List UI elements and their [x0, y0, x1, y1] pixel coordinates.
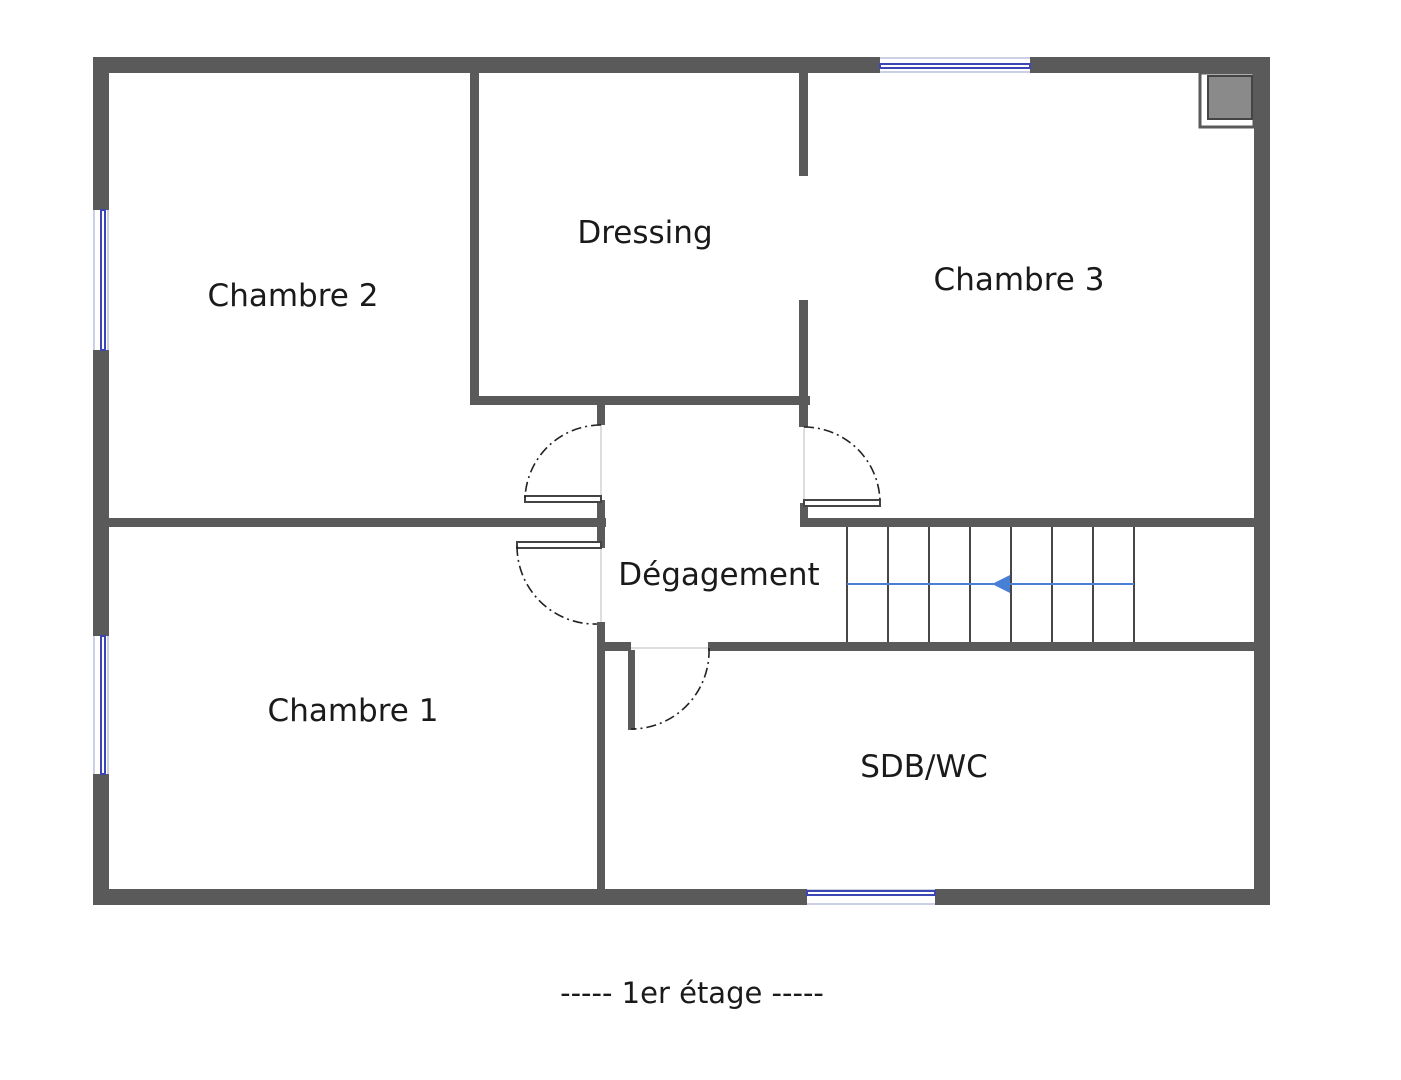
- window-bottom: [806, 889, 936, 905]
- room-label-chambre2: Chambre 2: [208, 278, 379, 314]
- room-label-chambre3: Chambre 3: [934, 262, 1105, 298]
- exterior-walls: [93, 57, 1270, 905]
- door-sdb: [630, 647, 710, 730]
- chimney-duct: [1198, 71, 1256, 129]
- windows: [93, 57, 1031, 905]
- interior-walls: [109, 73, 1256, 890]
- room-labels: Chambre 2 Dressing Chambre 3 Dégagement …: [208, 215, 1105, 785]
- doors: [516, 424, 881, 730]
- staircase: [846, 527, 1135, 642]
- door-chambre1: [516, 541, 602, 625]
- room-label-dressing: Dressing: [577, 215, 712, 251]
- floor-caption: ----- 1er étage -----: [560, 976, 824, 1010]
- window-chambre2: [93, 209, 109, 351]
- room-label-degagement: Dégagement: [618, 557, 819, 593]
- room-label-chambre1: Chambre 1: [268, 693, 439, 729]
- room-label-sdb: SDB/WC: [860, 749, 988, 785]
- window-chambre1: [93, 635, 109, 775]
- stair-direction-arrow: [847, 575, 1134, 593]
- window-top: [879, 57, 1031, 73]
- door-chambre2: [524, 424, 602, 503]
- door-chambre3: [803, 426, 881, 507]
